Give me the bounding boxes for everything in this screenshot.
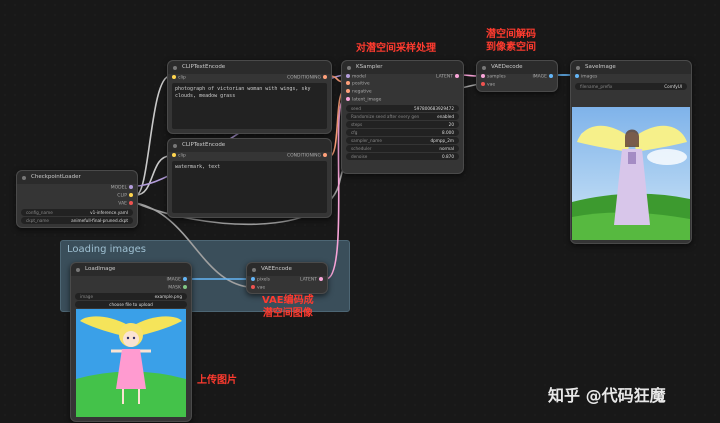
- input-model[interactable]: model: [344, 74, 366, 81]
- node-title[interactable]: LoadImage: [71, 263, 191, 276]
- input-pixels[interactable]: pixels: [249, 277, 270, 284]
- node-title[interactable]: CLIPTextEncode: [168, 139, 331, 152]
- output-conditioning[interactable]: CONDITIONING: [287, 75, 329, 82]
- output-vae[interactable]: VAE: [118, 201, 135, 208]
- prompt-textarea[interactable]: photograph of victorian woman with wings…: [172, 83, 327, 129]
- output-latent[interactable]: LATENT: [436, 74, 461, 81]
- group-title: Loading images: [67, 244, 146, 255]
- output-image[interactable]: IMAGE: [166, 277, 189, 284]
- node-title[interactable]: CLIPTextEncode: [168, 61, 331, 74]
- collapse-dot-icon[interactable]: [482, 65, 486, 70]
- output-model[interactable]: MODEL: [111, 185, 135, 192]
- ksampler-node[interactable]: KSampler model positive negative latent_…: [341, 60, 464, 174]
- node-title[interactable]: SaveImage: [571, 61, 691, 74]
- collapse-dot-icon[interactable]: [22, 175, 26, 180]
- annotation-upload: 上传图片: [197, 375, 237, 386]
- collapse-dot-icon[interactable]: [76, 267, 80, 272]
- upload-button[interactable]: choose file to upload: [75, 301, 187, 308]
- collapse-dot-icon[interactable]: [173, 143, 177, 148]
- checkpoint-loader-node[interactable]: CheckpointLoader MODEL CLIP VAE config_n…: [16, 170, 138, 228]
- annotation-sampling: 对潜空间采样处理: [356, 43, 436, 54]
- output-conditioning[interactable]: CONDITIONING: [287, 153, 329, 160]
- input-images[interactable]: images: [573, 74, 597, 81]
- collapse-dot-icon[interactable]: [347, 65, 351, 70]
- node-title[interactable]: CheckpointLoader: [17, 171, 137, 184]
- collapse-dot-icon[interactable]: [252, 267, 256, 272]
- input-positive[interactable]: positive: [344, 81, 370, 88]
- vae-encode-node[interactable]: VAEEncode pixels vae LATENT: [246, 262, 328, 294]
- input-latent-image[interactable]: latent_image: [344, 97, 381, 104]
- clip-text-encode-positive-node[interactable]: CLIPTextEncode clip CONDITIONING photogr…: [167, 60, 332, 134]
- watermark-text: 知乎 @代码狂魔: [548, 386, 666, 405]
- collapse-dot-icon[interactable]: [576, 65, 580, 70]
- collapse-dot-icon[interactable]: [173, 65, 177, 70]
- node-title[interactable]: KSampler: [342, 61, 463, 74]
- output-image[interactable]: IMAGE: [532, 74, 555, 81]
- output-mask[interactable]: MASK: [168, 285, 189, 292]
- input-vae[interactable]: vae: [479, 82, 495, 89]
- input-image-preview: [76, 309, 186, 417]
- output-latent[interactable]: LATENT: [300, 277, 325, 284]
- clip-text-encode-negative-node[interactable]: CLIPTextEncode clip CONDITIONING waterma…: [167, 138, 332, 218]
- prompt-textarea[interactable]: watermark, text: [172, 161, 327, 213]
- input-negative[interactable]: negative: [344, 89, 372, 96]
- vae-decode-node[interactable]: VAEDecode samples vae IMAGE: [476, 60, 558, 92]
- output-clip[interactable]: CLIP: [117, 193, 135, 200]
- output-image-preview: [572, 107, 690, 240]
- annotation-decode: 潜空间解码 到像素空间: [486, 29, 536, 53]
- node-title[interactable]: VAEDecode: [477, 61, 557, 74]
- node-title[interactable]: VAEEncode: [247, 263, 327, 276]
- annotation-encode: VAE编码成 潜空间图像: [262, 295, 314, 319]
- input-vae[interactable]: vae: [249, 285, 265, 292]
- input-samples[interactable]: samples: [479, 74, 506, 81]
- input-clip[interactable]: clip: [170, 75, 186, 82]
- input-clip[interactable]: clip: [170, 153, 186, 160]
